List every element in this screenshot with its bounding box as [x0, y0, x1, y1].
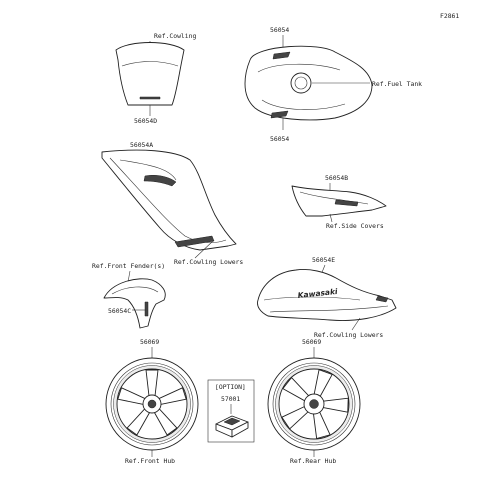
- middle-cowling-line: [119, 159, 177, 181]
- label-ref-fuel-tank: Ref.Fuel Tank: [372, 80, 422, 88]
- front-hub-center: [147, 399, 157, 409]
- label-ref-cowling-lowers-1: Ref.Cowling Lowers: [174, 258, 243, 266]
- windscreen-part: [115, 42, 185, 106]
- kawasaki-decal: Kawasaki: [297, 287, 338, 300]
- label-ref-cowling-lowers-2: Ref.Cowling Lowers: [314, 331, 383, 339]
- rear-wheel-rim-inner: [272, 362, 356, 446]
- diagram-code: F2861: [440, 12, 459, 20]
- label-57001: 57001: [221, 395, 240, 403]
- label-56054-bottom: 56054: [270, 135, 289, 143]
- middle-cowling-part: [101, 149, 237, 251]
- label-ref-rear-hub: Ref.Rear Hub: [290, 457, 336, 465]
- front-fender-line: [111, 286, 159, 295]
- label-56054b: 56054B: [325, 174, 348, 182]
- label-option: [OPTION]: [215, 383, 246, 391]
- fuel-tank-line: [257, 63, 341, 73]
- label-56054-top: 56054: [270, 26, 289, 34]
- leader-line: [351, 317, 361, 331]
- fuel-cap-ring: [294, 76, 308, 90]
- label-56054d: 56054D: [134, 117, 157, 125]
- side-cover-line: [299, 191, 369, 205]
- fuel-tank-decal-group: 56054 Ref.Fuel Tank 56054: [244, 26, 422, 143]
- under-cowling-decal-small: [375, 295, 389, 303]
- under-cowling-line: [263, 296, 361, 301]
- label-ref-cowling: Ref.Cowling: [154, 32, 196, 40]
- label-ref-side-covers: Ref.Side Covers: [326, 222, 384, 230]
- tank-decal-bottom: [270, 110, 289, 119]
- label-56054a: 56054A: [130, 141, 153, 149]
- fuel-cap: [290, 72, 312, 94]
- label-ref-front-hub: Ref.Front Hub: [125, 457, 175, 465]
- fuel-tank-line: [261, 99, 346, 110]
- side-cover-decal-group: 56054B Ref.Side Covers: [291, 174, 387, 230]
- leader-line: [127, 270, 131, 283]
- option-tool-detail: [223, 417, 241, 426]
- front-wheel-decal-group: 56069 Ref.Front Hub: [105, 338, 199, 465]
- option-tool-front: [231, 421, 249, 438]
- middle-cowling-decal-group: 56054A Ref.Cowling Lowers: [101, 141, 243, 266]
- option-box: [207, 379, 255, 443]
- front-fender-part: [103, 278, 166, 329]
- windscreen-edge: [121, 61, 179, 67]
- label-ref-front-fenders: Ref.Front Fender(s): [92, 262, 165, 270]
- option-kit-group: [OPTION] 57001: [207, 379, 255, 443]
- rear-hub-center: [309, 399, 319, 409]
- leader-line: [194, 239, 215, 259]
- cowling-decal-stripe: [143, 175, 177, 187]
- leader-line: [329, 213, 333, 223]
- under-cowling-part: [257, 269, 397, 321]
- windscreen-decal: [139, 96, 161, 100]
- label-56054e: 56054E: [312, 256, 335, 264]
- label-56054c: 56054C: [108, 307, 131, 315]
- cowling-decal-lower: [174, 235, 215, 248]
- front-wheel-rim-inner: [110, 362, 194, 446]
- tank-decal-top: [272, 51, 291, 60]
- under-cowling-decal-group: 56054E Kawasaki Ref.Cowling Lowers: [257, 256, 397, 339]
- rear-wheel-decal-group: 56069 Ref.Rear Hub: [267, 338, 361, 465]
- middle-cowling-line: [109, 157, 227, 243]
- label-56069-right: 56069: [302, 338, 321, 346]
- fender-decal: [144, 301, 149, 317]
- side-cover-decal: [334, 199, 359, 207]
- front-fender-decal-group: Ref.Front Fender(s) 56054C: [92, 262, 166, 329]
- windscreen-decal-group: Ref.Cowling 56054D: [115, 32, 196, 125]
- under-cowling-line: [269, 305, 389, 313]
- front-wheel-spokes: [117, 369, 187, 436]
- label-56069-left: 56069: [140, 338, 159, 346]
